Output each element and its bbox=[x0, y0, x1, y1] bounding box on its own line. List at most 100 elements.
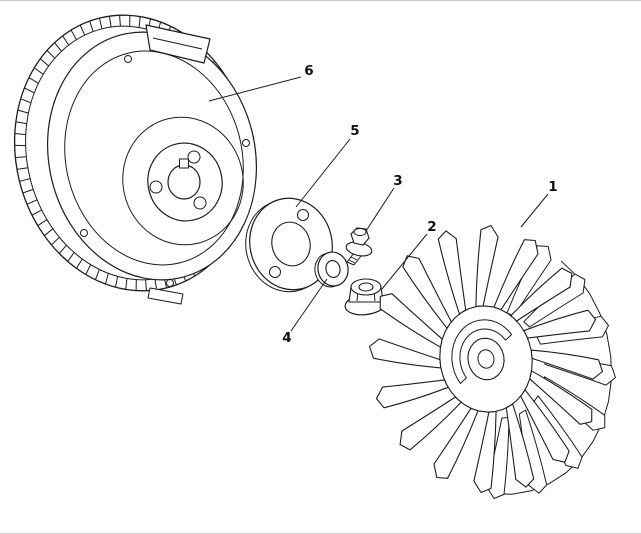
fan-blade bbox=[505, 403, 535, 488]
gear-tooth bbox=[17, 109, 29, 114]
flywheel-face bbox=[46, 31, 258, 281]
fan-blade bbox=[473, 410, 497, 494]
leader-line-1 bbox=[520, 193, 549, 228]
fan-blade bbox=[437, 230, 467, 315]
leader-line-2 bbox=[381, 233, 428, 290]
gear-tooth bbox=[37, 219, 48, 227]
gear-tooth bbox=[19, 178, 31, 182]
gear-tooth bbox=[24, 87, 35, 94]
fan-blade bbox=[375, 379, 449, 409]
gear-tooth bbox=[119, 15, 121, 27]
washer-hole bbox=[325, 260, 341, 278]
gear-tooth bbox=[43, 228, 54, 237]
fan-blade bbox=[510, 267, 573, 322]
bolt-thread-line bbox=[350, 256, 358, 261]
fan-blade bbox=[475, 224, 499, 308]
bolt-shank-edge bbox=[346, 252, 355, 263]
gear-tooth bbox=[145, 279, 147, 291]
flywheel-hub-hole bbox=[149, 180, 163, 194]
leader-lines bbox=[208, 76, 549, 332]
flywheel-keyway bbox=[179, 158, 189, 169]
gear-tooth bbox=[15, 156, 27, 158]
nut-thread-hole bbox=[358, 282, 374, 292]
gear-tooth bbox=[115, 276, 119, 288]
flywheel-face-hole bbox=[80, 229, 88, 237]
fan-center-hole bbox=[477, 349, 495, 369]
flywheel-bottom-tab bbox=[147, 287, 184, 305]
gear-tooth bbox=[138, 16, 141, 28]
gear-tooth bbox=[125, 278, 128, 290]
leader-line-6 bbox=[208, 76, 302, 102]
fan-blade bbox=[523, 309, 597, 339]
leader-line-3 bbox=[365, 187, 395, 232]
gear-tooth bbox=[98, 17, 103, 29]
fan-hub-slot bbox=[451, 319, 513, 385]
callout-5-label: 5 bbox=[350, 123, 359, 139]
fan-blade bbox=[379, 293, 443, 348]
gear-tooth bbox=[85, 264, 92, 275]
bolt-thread-line bbox=[348, 259, 356, 264]
bolt-drawing bbox=[345, 227, 373, 266]
bolt-head-top bbox=[353, 228, 367, 236]
callout-2-label: 2 bbox=[427, 219, 436, 235]
callout-3-label: 3 bbox=[393, 173, 402, 189]
flywheel-top-lug-step bbox=[152, 37, 203, 50]
callouts: 1 2 3 4 5 6 bbox=[282, 63, 557, 346]
gasket-drawing bbox=[245, 197, 333, 293]
gear-tooth bbox=[26, 199, 38, 205]
gear-tooth bbox=[62, 35, 70, 46]
flywheel-face-hole bbox=[166, 279, 174, 287]
gear-tooth bbox=[34, 67, 44, 75]
gear-tooth bbox=[14, 133, 26, 136]
fan-blades bbox=[368, 224, 616, 499]
flywheel-face-hole bbox=[124, 55, 132, 63]
flywheel-hub-hole bbox=[193, 196, 207, 210]
gasket-center-hole bbox=[271, 221, 311, 267]
gear-tooth bbox=[89, 20, 94, 32]
gear-tooth bbox=[46, 50, 56, 59]
fan-blade bbox=[520, 389, 570, 463]
gasket-bolt-hole bbox=[297, 209, 309, 221]
flywheel-shaft-hole bbox=[167, 164, 201, 200]
fan-blade bbox=[530, 349, 604, 380]
gear-tooth bbox=[20, 98, 32, 104]
bolt-tip bbox=[346, 261, 355, 266]
leader-line-5 bbox=[295, 138, 351, 208]
callout-4-label: 4 bbox=[282, 330, 291, 346]
gear-tooth bbox=[39, 58, 49, 67]
gear-tooth bbox=[28, 77, 39, 84]
fan-blade bbox=[529, 370, 593, 425]
gear-tooth bbox=[70, 29, 77, 40]
gear-tooth bbox=[104, 273, 109, 285]
flywheel-hub-hole bbox=[187, 150, 201, 164]
fan-blade bbox=[493, 239, 539, 311]
flywheel-drawing bbox=[13, 14, 258, 305]
gear-tooth bbox=[67, 252, 75, 262]
gear-tooth bbox=[15, 121, 27, 125]
gear-tooth bbox=[94, 269, 100, 280]
fan-blade bbox=[368, 338, 442, 369]
flywheel-center-recess bbox=[122, 116, 244, 246]
gear-tooth bbox=[154, 278, 158, 290]
flywheel-face-hole bbox=[242, 139, 250, 147]
fan-drawing bbox=[368, 224, 616, 499]
leader-line-4 bbox=[290, 278, 328, 332]
gear-tooth bbox=[54, 42, 62, 52]
fan-blade bbox=[399, 396, 462, 451]
gear-tooth bbox=[76, 258, 83, 269]
fan-blade-back bbox=[506, 245, 552, 317]
gear-tooth bbox=[16, 167, 28, 170]
gear-tooth bbox=[108, 16, 112, 28]
fan-blade bbox=[402, 255, 452, 329]
washer-drawing bbox=[314, 251, 349, 288]
gear-tooth bbox=[31, 209, 42, 216]
gasket-bolt-hole bbox=[269, 266, 281, 278]
gear-tooth bbox=[79, 24, 86, 36]
callout-6-label: 6 bbox=[304, 63, 313, 79]
gear-tooth bbox=[58, 244, 67, 254]
fan-blade bbox=[433, 407, 479, 479]
gear-tooth bbox=[51, 236, 60, 246]
nut-drawing bbox=[344, 278, 388, 316]
